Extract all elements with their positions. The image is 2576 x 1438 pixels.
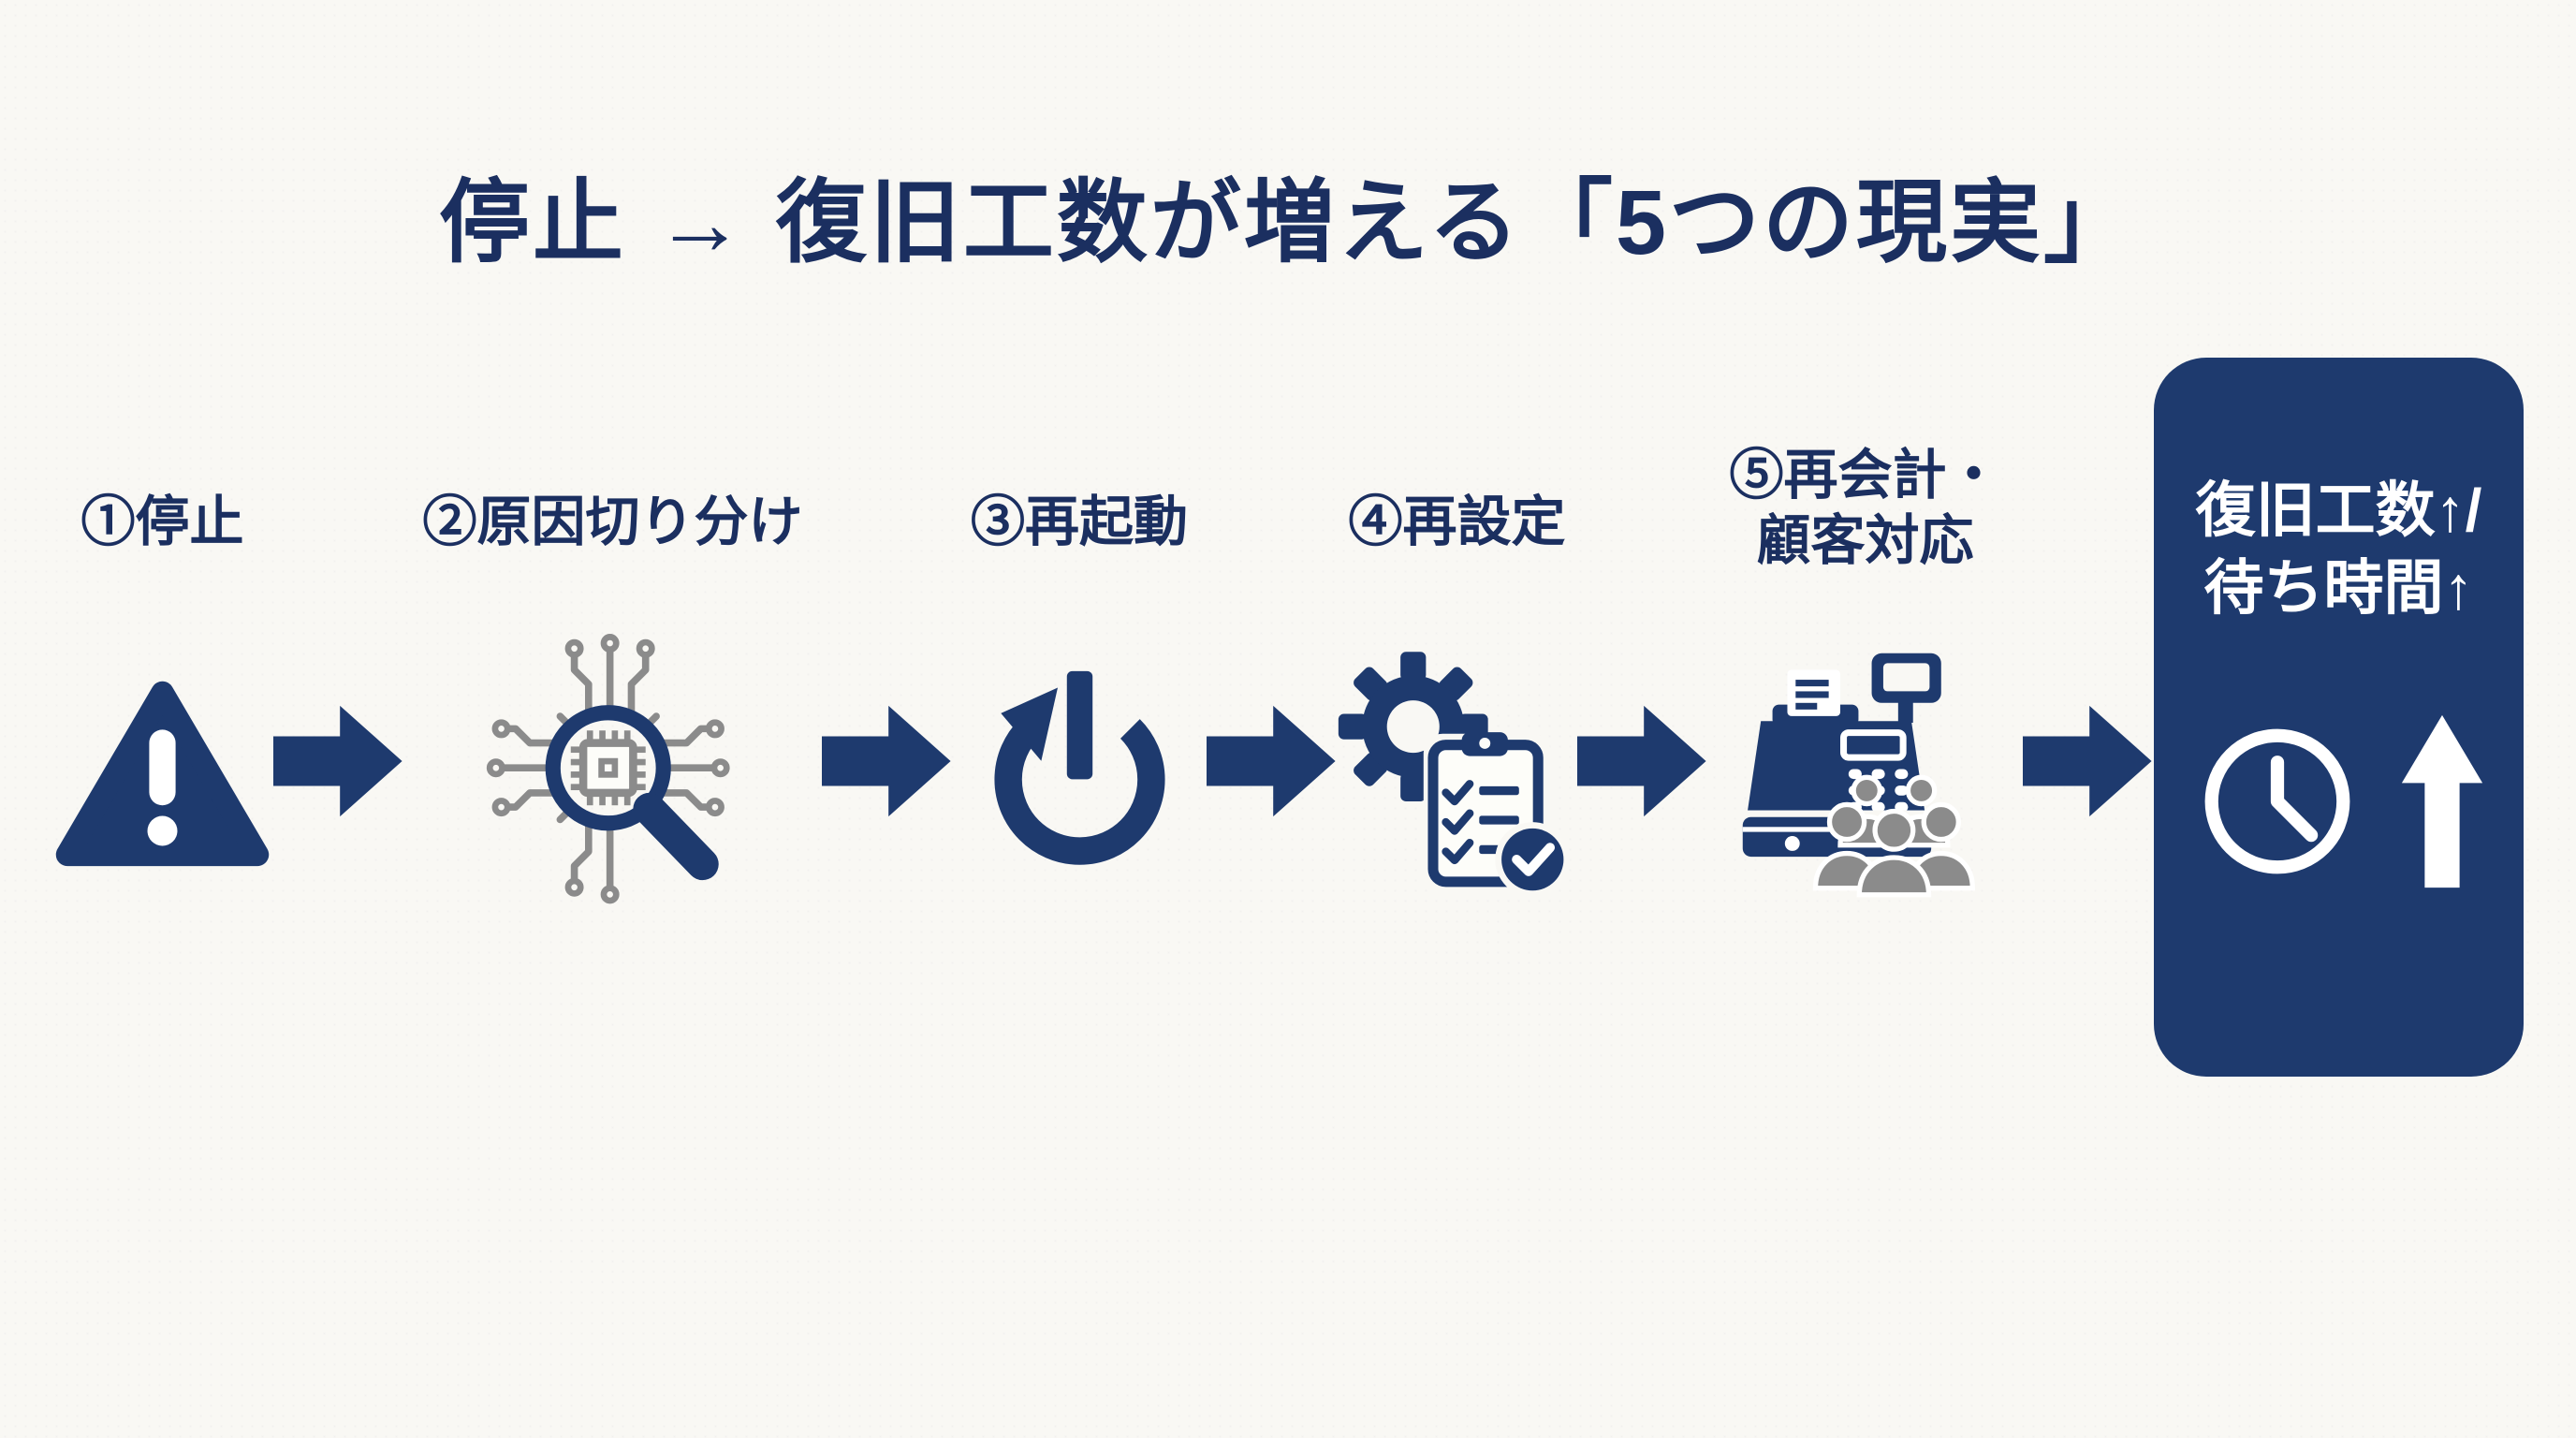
step-1-label: ①停止 [80,492,244,553]
magnifier-glyph [545,705,719,881]
step-5-label-line1: ⑤再会計・ [1729,444,2001,506]
step-2-isolate-cause: ②原因切り分け [404,358,821,1077]
chip-search-icon [404,580,821,1077]
gear-glyph [1338,652,1488,802]
clock-icon [2188,712,2366,890]
result-text-line2: 待ち時間↑ [2203,554,2474,623]
cpu-chip-glyph [570,730,646,806]
result-box: 復旧工数↑/ 待ち時間↑ [2154,358,2524,1077]
flow-arrow-icon [272,697,404,828]
step-2-label: ②原因切り分け [422,492,803,553]
flow-arrow-icon [1576,697,1708,828]
step-4-reconfigure: ④再設定 [1338,358,1576,1077]
flow-arrow-icon [2022,697,2154,828]
power-restart-icon [953,580,1206,1077]
result-icons [2188,710,2490,893]
customers-glyph [1812,774,1975,898]
page-title: 停止 → 復旧工数が増える「5つの現実」 [439,171,2137,273]
result-text-line1: 復旧工数↑/ [2195,477,2482,544]
step-3-restart: ③再起動 [953,358,1206,1077]
step-5-label-line2: 顧客対応 [1756,510,1974,572]
gear-checklist-icon [1338,580,1576,1077]
clipboard-glyph [1423,732,1571,898]
step-5-recheckout: ⑤再会計・ 顧客対応 [1708,358,2022,1077]
flow-arrow-icon [1206,697,1338,828]
step-1-stop: ①停止 [52,358,272,1077]
step-5-label: ⑤再会計・ 顧客対応 [1708,358,2022,580]
flow-diagram: ①停止 ②原因切り分け [52,358,2524,1077]
result-text: 復旧工数↑/ 待ち時間↑ [2196,472,2482,627]
step-3-label: ③再起動 [970,492,1188,553]
flow-arrow-icon [821,697,953,828]
cash-register-customers-icon [1708,580,2022,1077]
step-4-label: ④再設定 [1348,492,1566,553]
warning-icon [52,580,272,1077]
up-arrow-icon [2394,710,2490,893]
